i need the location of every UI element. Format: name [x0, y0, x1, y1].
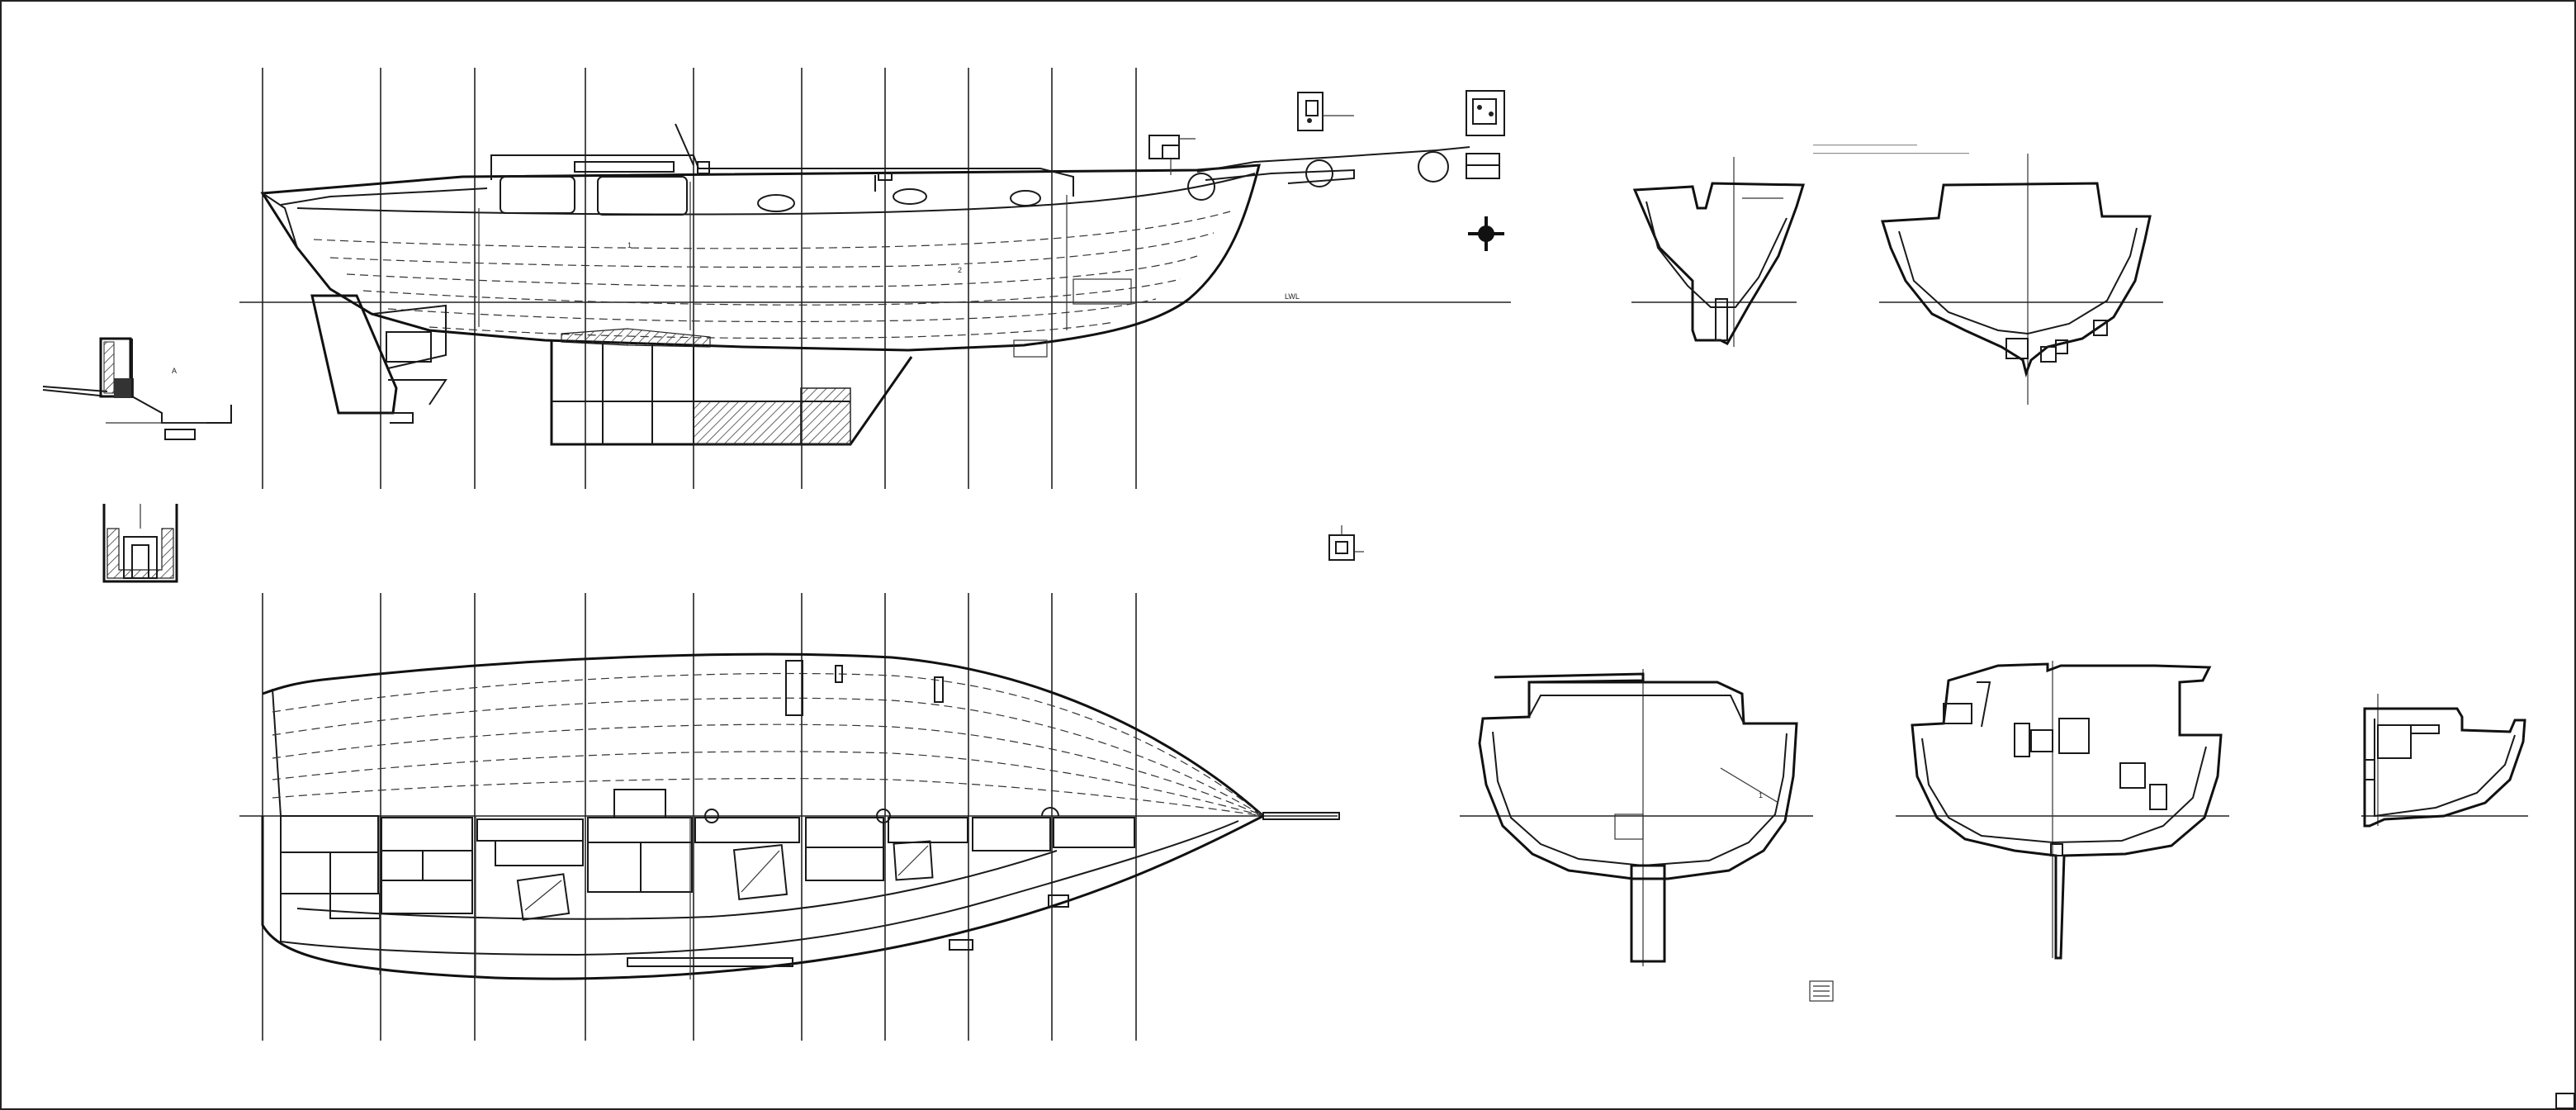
svg-text:A: A: [172, 367, 177, 375]
center-fitting-detail: [1328, 525, 1364, 561]
bowsprit: [1196, 146, 1470, 173]
svg-text:1: 1: [627, 241, 632, 249]
svg-text:2: 2: [958, 266, 962, 274]
plan-interior-layout: [280, 789, 1135, 980]
fin-keel-section: [1630, 864, 1666, 963]
plan-hull-outline: [261, 814, 1264, 980]
svg-text:1: 1: [1759, 791, 1763, 799]
detail-circle-c: [1418, 151, 1449, 183]
section-bow: [2361, 694, 2528, 828]
keel-section-detail: [102, 504, 178, 583]
section-midship-upper: —————————————— —————————————————————: [1813, 140, 2163, 405]
section-aft: [1631, 157, 1806, 347]
detail-circle-b: [1305, 159, 1333, 187]
svg-text:LWL: LWL: [1285, 292, 1300, 301]
datum-cross-icon: [1468, 216, 1504, 251]
ballast-hatch: [693, 401, 802, 445]
plan-station-lines: [262, 593, 1137, 1041]
title-block: [2555, 1093, 2575, 1109]
bow-fitting-detail-2: [1297, 92, 1354, 131]
profile-view: LWL 1 2: [239, 68, 1511, 489]
rudder: [310, 294, 398, 415]
hull-profile-outline: [260, 164, 1261, 352]
bow-fitting-detail-3: [1466, 90, 1505, 179]
bow-fitting-detail-1: [1148, 135, 1196, 175]
detail-circle-a: [1187, 173, 1215, 201]
notes-block: [1809, 980, 1834, 1002]
section-forward-lower: [1896, 661, 2229, 960]
section-main-beam: 1: [1460, 669, 1813, 966]
stern-fitting-detail: A: [42, 337, 232, 440]
svg-text:—————————————————————: —————————————————————: [1813, 149, 1969, 157]
plan-view: [239, 593, 1340, 1041]
svg-text:——————————————: ——————————————: [1813, 140, 1917, 149]
plan-deck-outline: [262, 652, 1264, 818]
